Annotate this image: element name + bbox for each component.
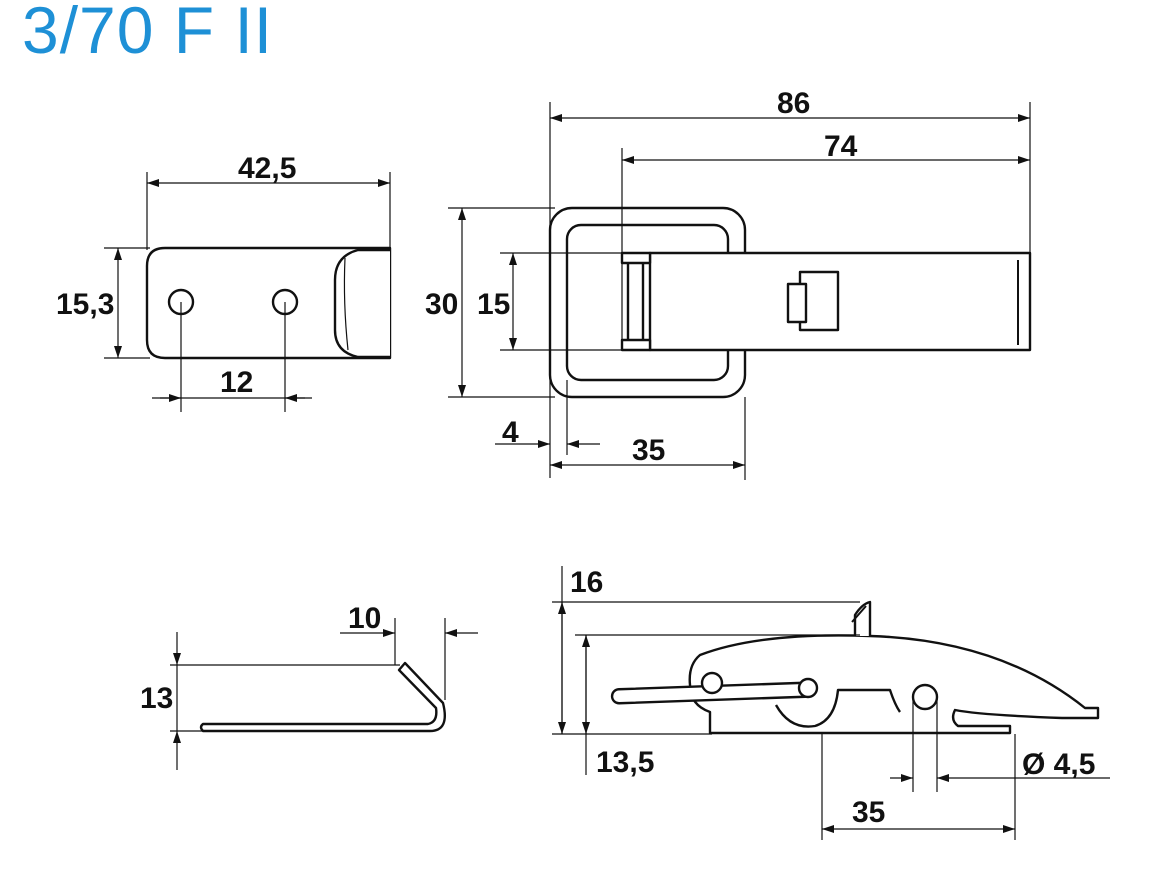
dim-overall-height: 16 (570, 566, 603, 599)
dim-lever-height: 13,5 (596, 746, 654, 779)
dim-width: 42,5 (238, 152, 296, 185)
dim-hole-diameter: Ø 4,5 (1022, 748, 1095, 781)
dim-frame-width: 35 (632, 434, 665, 467)
dim-overall-length: 86 (777, 87, 810, 120)
latch-top-view: 86 74 30 15 4 35 (425, 87, 1032, 480)
catch-plate-side-view: 13 10 (140, 602, 478, 770)
product-title: 3/70 F II (22, 0, 274, 67)
dim-hole-spacing: 12 (220, 366, 253, 399)
dim-height: 13 (140, 682, 173, 715)
pivot-hole (911, 683, 939, 711)
dim-hole-spacing: 35 (852, 796, 885, 829)
latch-side-view: 16 13,5 Ø 4,5 35 (552, 566, 1110, 840)
dim-lever-width: 15 (477, 288, 510, 321)
dim-lever-length: 74 (824, 130, 858, 163)
dim-frame-height: 30 (425, 288, 458, 321)
dim-hook-width: 10 (348, 602, 381, 635)
dim-wire-thickness: 4 (502, 416, 519, 449)
dim-height: 15,3 (56, 288, 114, 321)
catch-plate-top-view: 42,5 15,3 12 (56, 152, 392, 412)
